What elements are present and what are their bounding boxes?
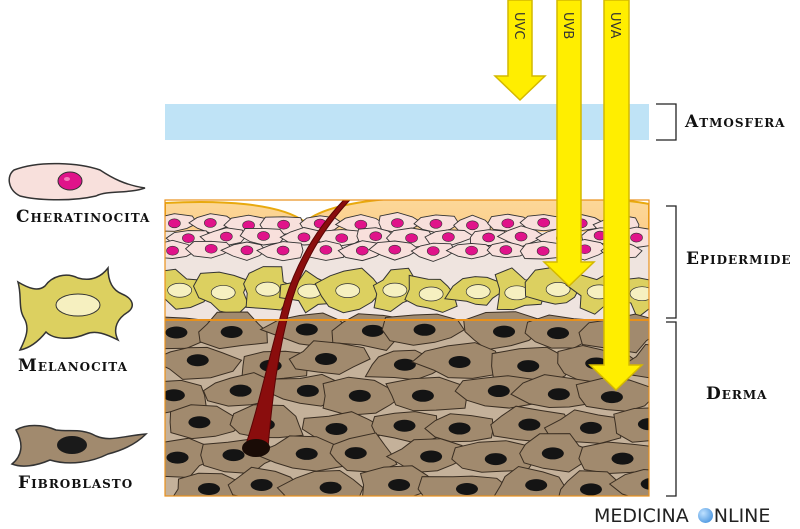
bracket-epidermide (666, 205, 677, 319)
keratinocyte-cell (188, 213, 238, 234)
bracket-atmosfera (656, 103, 677, 141)
melanocyte-cell (494, 267, 546, 311)
fibroblast-cell (276, 469, 364, 496)
keratinocyte-cell (410, 242, 456, 262)
fibroblast-cell (575, 377, 649, 412)
keratinocyte-cell (469, 229, 509, 246)
watermark-text-post: NLINE (713, 505, 771, 527)
melanocyte-cell (279, 269, 339, 314)
fibroblast-cell (454, 375, 542, 409)
uva-arrow (588, 0, 644, 392)
watermark: MEDICINA NLINE (594, 505, 770, 527)
label-fibroblasto: Fibroblasto (18, 473, 134, 493)
label-derma: Derma (706, 384, 768, 404)
keratinocyte-cell (445, 242, 496, 260)
label-atmosfera: Atmosfera (685, 112, 786, 132)
uvc-label: UVC (511, 12, 526, 40)
label-epidermide: Epidermide (686, 249, 792, 269)
keratinocyte-cell (279, 227, 323, 246)
fibroblast-cell (613, 407, 649, 443)
fibroblast-cell (463, 311, 541, 351)
uva-label: UVA (607, 12, 622, 39)
keratinocyte-cell (239, 227, 286, 246)
melanocyte-cell (165, 268, 212, 310)
keratinocyte-cell (519, 240, 566, 260)
fibroblast-cell (510, 374, 603, 409)
keratinocyte-cell (486, 241, 534, 259)
layer-brackets (656, 103, 677, 497)
melanocyte-cell (314, 267, 384, 314)
fibroblast-cell (329, 432, 398, 473)
melanocyte-cell (444, 276, 503, 306)
keratinocyte-cell (165, 213, 198, 232)
legend-fibroblast (10, 424, 148, 467)
fibroblast-cell (381, 313, 465, 346)
fibroblast-cell (519, 433, 600, 473)
fibroblast-cell (411, 342, 502, 379)
melanocyte-cell (192, 271, 250, 316)
watermark-text-pre: MEDICINA (594, 505, 695, 527)
keratinocyte-cell (165, 239, 198, 259)
fibroblast-cell (252, 435, 345, 472)
keratinocyte-cell (424, 229, 476, 247)
hair-bulb (242, 439, 270, 457)
fibroblast-cell (578, 441, 649, 475)
fibroblast-cell (424, 413, 494, 443)
keratinocyte-cell (368, 240, 421, 261)
fibroblast-cell (451, 440, 536, 473)
fibroblast-cell (493, 465, 571, 496)
keratinocyte-cell (256, 241, 304, 262)
uvb-arrow (542, 0, 596, 288)
legend-keratinocyte (8, 162, 146, 201)
fibroblast-cell (169, 404, 245, 440)
legend-melanocyte (16, 265, 133, 352)
keratinocyte-cell (184, 240, 234, 259)
fibroblast-cell (165, 346, 243, 380)
fibroblast-cell (385, 438, 470, 474)
keratinocyte-cell (413, 214, 460, 234)
label-melanocita: Melanocita (18, 356, 128, 376)
globe-icon (697, 508, 713, 523)
melanocyte-layer (165, 266, 649, 319)
fibroblast-cell (385, 376, 468, 412)
uvc-arrow (493, 0, 547, 102)
keratinocyte-cell (496, 225, 546, 248)
label-cheratinocita: Cheratinocita (16, 207, 151, 227)
fibroblast-cell (558, 470, 635, 496)
melanocyte-cell (404, 274, 458, 313)
fibroblast-cell (288, 340, 371, 375)
fibroblast-cell (322, 376, 404, 416)
fibroblast-cell (417, 475, 512, 496)
uv-rays (493, 0, 644, 392)
fibroblast-cell (608, 468, 649, 496)
bracket-derma (666, 321, 677, 497)
keratinocyte-cell (220, 241, 267, 261)
uvb-label: UVB (560, 12, 575, 39)
fibroblast-cell (198, 311, 268, 350)
